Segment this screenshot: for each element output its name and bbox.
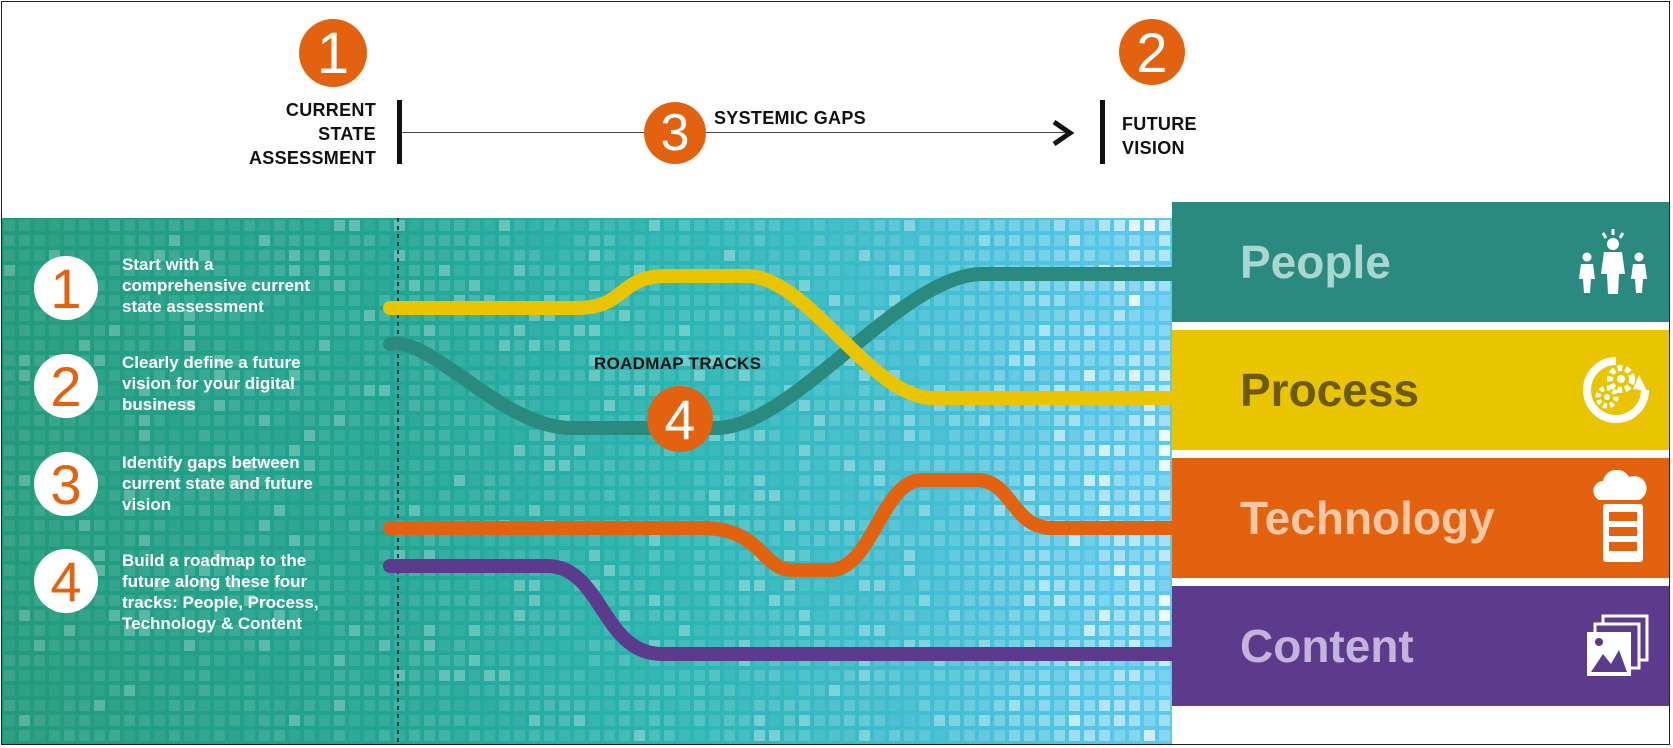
track-people: People (1172, 202, 1669, 322)
images-icon (1587, 614, 1649, 676)
gap-line (402, 132, 1072, 133)
process-track-line (383, 269, 1172, 405)
step-line: Build a roadmap to the (122, 551, 307, 570)
current-state-line: ASSESSMENT (248, 148, 376, 168)
step-line: state assessment (122, 297, 264, 316)
roadmap-lines (383, 267, 1172, 661)
systemic-gaps-number: 3 (644, 102, 706, 164)
systemic-gaps-label: SYSTEMIC GAPS (714, 108, 866, 128)
step-4-text: Build a roadmap to the future along thes… (122, 550, 382, 634)
track-process-label: Process (1240, 364, 1420, 416)
technology-track-line (383, 473, 1172, 577)
step-line: business (122, 395, 196, 414)
roadmap-tracks-label: ROADMAP TRACKS (594, 354, 762, 373)
step-4-number: 4 (34, 549, 98, 613)
step-2-number: 2 (34, 354, 98, 418)
people-track-line (383, 267, 1172, 435)
track-content-label: Content (1240, 620, 1414, 672)
step-1-text: Start with a comprehensive current state… (122, 254, 382, 317)
current-state-line: STATE (318, 124, 376, 144)
step-line: current state and future (122, 474, 313, 493)
step-line: Start with a (122, 255, 214, 274)
step-3-text: Identify gaps between current state and … (122, 452, 382, 515)
step-1-number: 1 (34, 256, 98, 320)
current-state-marker (397, 100, 402, 164)
cloud-server-icon (1593, 470, 1647, 562)
future-vision-label: FUTURE VISION (1122, 112, 1197, 160)
future-vision-number: 2 (1119, 19, 1185, 85)
step-line: Technology & Content (122, 614, 303, 633)
current-state-line: CURRENT (285, 100, 376, 120)
roadmap-tracks-number: 4 (647, 386, 713, 452)
future-vision-marker (1100, 100, 1105, 164)
step-line: Identify gaps between (122, 453, 300, 472)
future-vision-line: VISION (1122, 138, 1185, 158)
people-icon (1579, 229, 1647, 294)
track-technology-label: Technology (1240, 492, 1495, 544)
track-technology: Technology (1172, 458, 1669, 578)
step-line: Clearly define a future (122, 353, 301, 372)
future-vision-line: FUTURE (1122, 114, 1197, 134)
step-2-text: Clearly define a future vision for your … (122, 352, 382, 415)
track-process: Process (1172, 330, 1669, 450)
current-state-label: CURRENT STATE ASSESSMENT (232, 98, 376, 170)
arrow-head-icon (1052, 119, 1075, 147)
step-line: comprehensive current (122, 276, 311, 295)
step-line: tracks: People, Process, (122, 593, 319, 612)
gears-icon (1583, 357, 1649, 423)
track-content: Content (1172, 586, 1669, 706)
track-people-label: People (1240, 236, 1391, 288)
step-line: vision (122, 495, 172, 514)
step-line: vision for your digital (122, 374, 295, 393)
current-state-number: 1 (299, 19, 367, 87)
step-line: future along these four (122, 572, 308, 591)
content-track-line (383, 559, 1172, 661)
step-3-number: 3 (34, 452, 98, 516)
